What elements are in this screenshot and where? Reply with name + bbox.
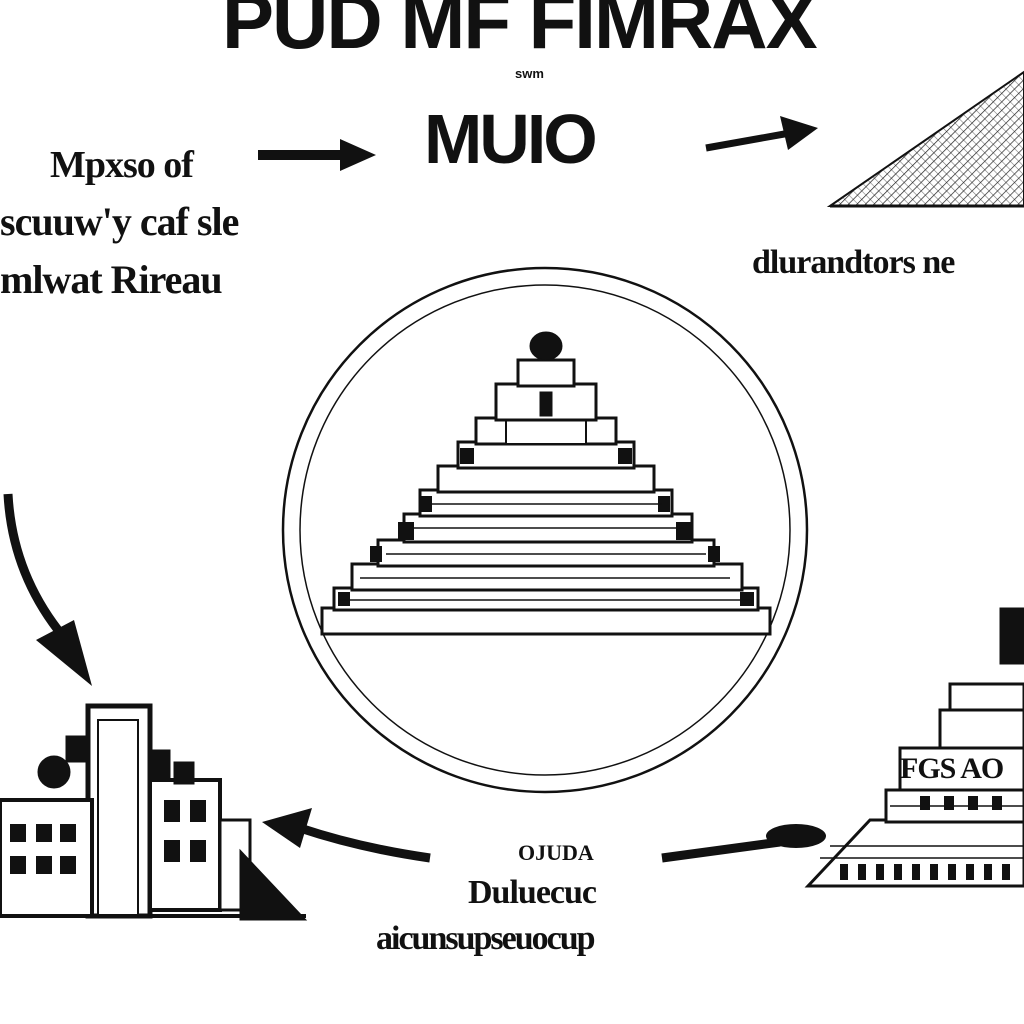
diagram-title: PUD MF FIMRAX (222, 0, 818, 65)
arrow-left-to-center (258, 139, 376, 171)
center-label: MUIO (424, 100, 598, 178)
building-bottom-right (804, 607, 1024, 888)
central-pyramid (320, 331, 772, 636)
arrow-bottom-to-left (262, 808, 431, 863)
right-label: dlurandtors ne (752, 244, 955, 281)
left-text-line-2: scuuw'y caf sle (0, 199, 239, 244)
diagram-subtitle: swm (515, 66, 544, 81)
curved-arrow-left (3, 493, 92, 686)
arrow-right-to-bottom (661, 824, 826, 863)
hatched-triangle (826, 70, 1024, 208)
left-text-line-3: mlwat Rireau (0, 257, 223, 302)
bottom-text-line-3: aicunsupseuocup (376, 920, 596, 957)
bottom-text-line-2: Duluecuc (468, 874, 597, 911)
arrow-center-to-right (705, 116, 818, 152)
building-bottom-left (0, 703, 308, 921)
left-text-line-1: Mpxso of (50, 144, 194, 186)
bottom-text-line-1: OJUDA (518, 840, 594, 865)
central-circle (281, 266, 809, 794)
building-sign: FGS AO (900, 752, 1004, 785)
